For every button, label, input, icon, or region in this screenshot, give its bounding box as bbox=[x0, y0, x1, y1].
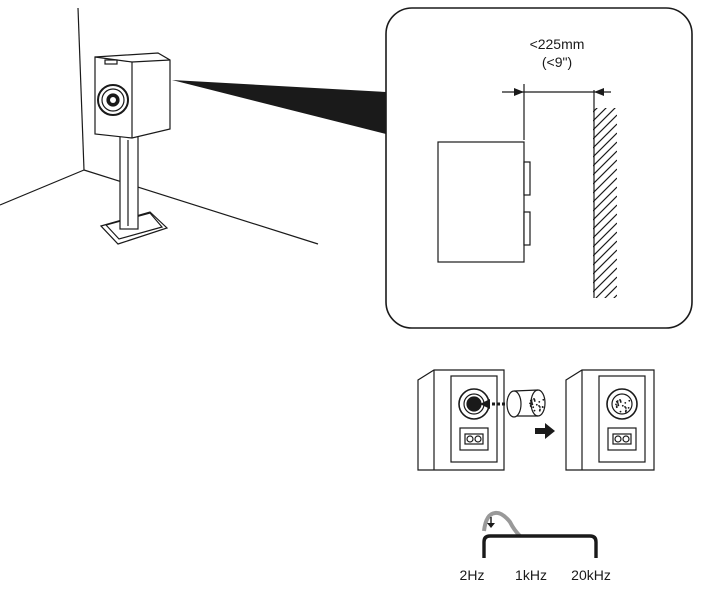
wall-hatching bbox=[593, 108, 617, 298]
speaker-top-view bbox=[437, 141, 531, 263]
bass-boost-curve bbox=[482, 510, 522, 538]
freq-label-2hz: 2Hz bbox=[460, 567, 485, 583]
foam-dot bbox=[615, 403, 617, 406]
foam-dot bbox=[531, 402, 533, 404]
foam-dot bbox=[627, 407, 630, 409]
foam-dot bbox=[541, 406, 544, 408]
foam-dot bbox=[539, 408, 541, 411]
foam-bung-icon bbox=[506, 389, 546, 418]
result-arrow-icon bbox=[535, 423, 555, 439]
hatch-stroke bbox=[593, 267, 617, 293]
hatch-stroke bbox=[593, 150, 617, 176]
distance-metric-label: <225mm bbox=[530, 36, 585, 52]
hatch-stroke bbox=[593, 108, 607, 122]
distance-imperial-label: (<9") bbox=[542, 54, 572, 70]
foam-dot bbox=[531, 403, 534, 406]
foam-dot bbox=[539, 406, 541, 408]
flat-response-curve bbox=[482, 534, 598, 558]
hatch-stroke bbox=[595, 276, 617, 298]
foam-dot bbox=[625, 409, 627, 412]
foam-dot bbox=[535, 403, 538, 406]
hatch-stroke bbox=[593, 258, 617, 284]
frequency-response: 2Hz 1kHz 20kHz bbox=[460, 510, 611, 583]
port-opening-icon bbox=[458, 388, 490, 420]
hatch-stroke bbox=[593, 168, 617, 194]
hatch-stroke bbox=[593, 240, 617, 266]
foam-dot bbox=[615, 406, 618, 409]
foam-dot bbox=[624, 402, 627, 404]
freq-label-1khz: 1kHz bbox=[515, 567, 547, 583]
fitted-bung-icon bbox=[606, 388, 638, 420]
speaker-on-stand bbox=[94, 52, 171, 139]
foam-dot bbox=[616, 401, 619, 404]
foam-dot bbox=[619, 410, 622, 413]
foam-dot bbox=[617, 403, 619, 405]
speaker-stand bbox=[99, 134, 169, 245]
hatch-stroke bbox=[593, 231, 617, 257]
speaker-front-with-port bbox=[417, 369, 505, 471]
hatch-stroke bbox=[593, 123, 617, 149]
hatch-stroke bbox=[593, 114, 617, 140]
terminal-panel-icon bbox=[459, 427, 489, 451]
foam-dot bbox=[533, 409, 536, 412]
zoom-beam bbox=[172, 80, 386, 134]
foam-dot bbox=[628, 399, 631, 402]
hatch-stroke bbox=[593, 195, 617, 221]
hatch-stroke bbox=[593, 108, 616, 131]
hatch-stroke bbox=[593, 204, 617, 230]
freq-label-20khz: 20kHz bbox=[571, 567, 611, 583]
hatch-stroke bbox=[593, 132, 617, 158]
hatch-stroke bbox=[593, 141, 617, 167]
foam-dot bbox=[542, 398, 545, 401]
hatch-stroke bbox=[604, 285, 617, 298]
foam-dot bbox=[619, 399, 621, 401]
detail-callout: <225mm (<9") bbox=[385, 7, 693, 329]
foam-dot bbox=[625, 407, 627, 409]
foam-dot bbox=[538, 401, 541, 403]
hatch-stroke bbox=[593, 159, 617, 185]
down-arrow-icon bbox=[487, 517, 495, 528]
hatch-stroke bbox=[593, 213, 617, 239]
hatch-stroke bbox=[593, 177, 617, 203]
speaker-front-bung-fitted bbox=[565, 369, 655, 471]
foam-dot bbox=[529, 402, 531, 405]
foam-dot bbox=[533, 398, 535, 400]
hatch-stroke bbox=[593, 222, 617, 248]
hatch-stroke bbox=[593, 249, 617, 275]
foam-dot bbox=[529, 405, 532, 408]
foam-dot bbox=[621, 404, 624, 407]
driver-icon bbox=[97, 84, 129, 116]
distance-dimension bbox=[502, 84, 611, 140]
terminal-panel-icon bbox=[607, 427, 637, 451]
foam-dot bbox=[617, 404, 620, 407]
foam-dot bbox=[532, 406, 535, 409]
foam-dot bbox=[530, 400, 533, 403]
hatch-stroke bbox=[593, 186, 617, 212]
